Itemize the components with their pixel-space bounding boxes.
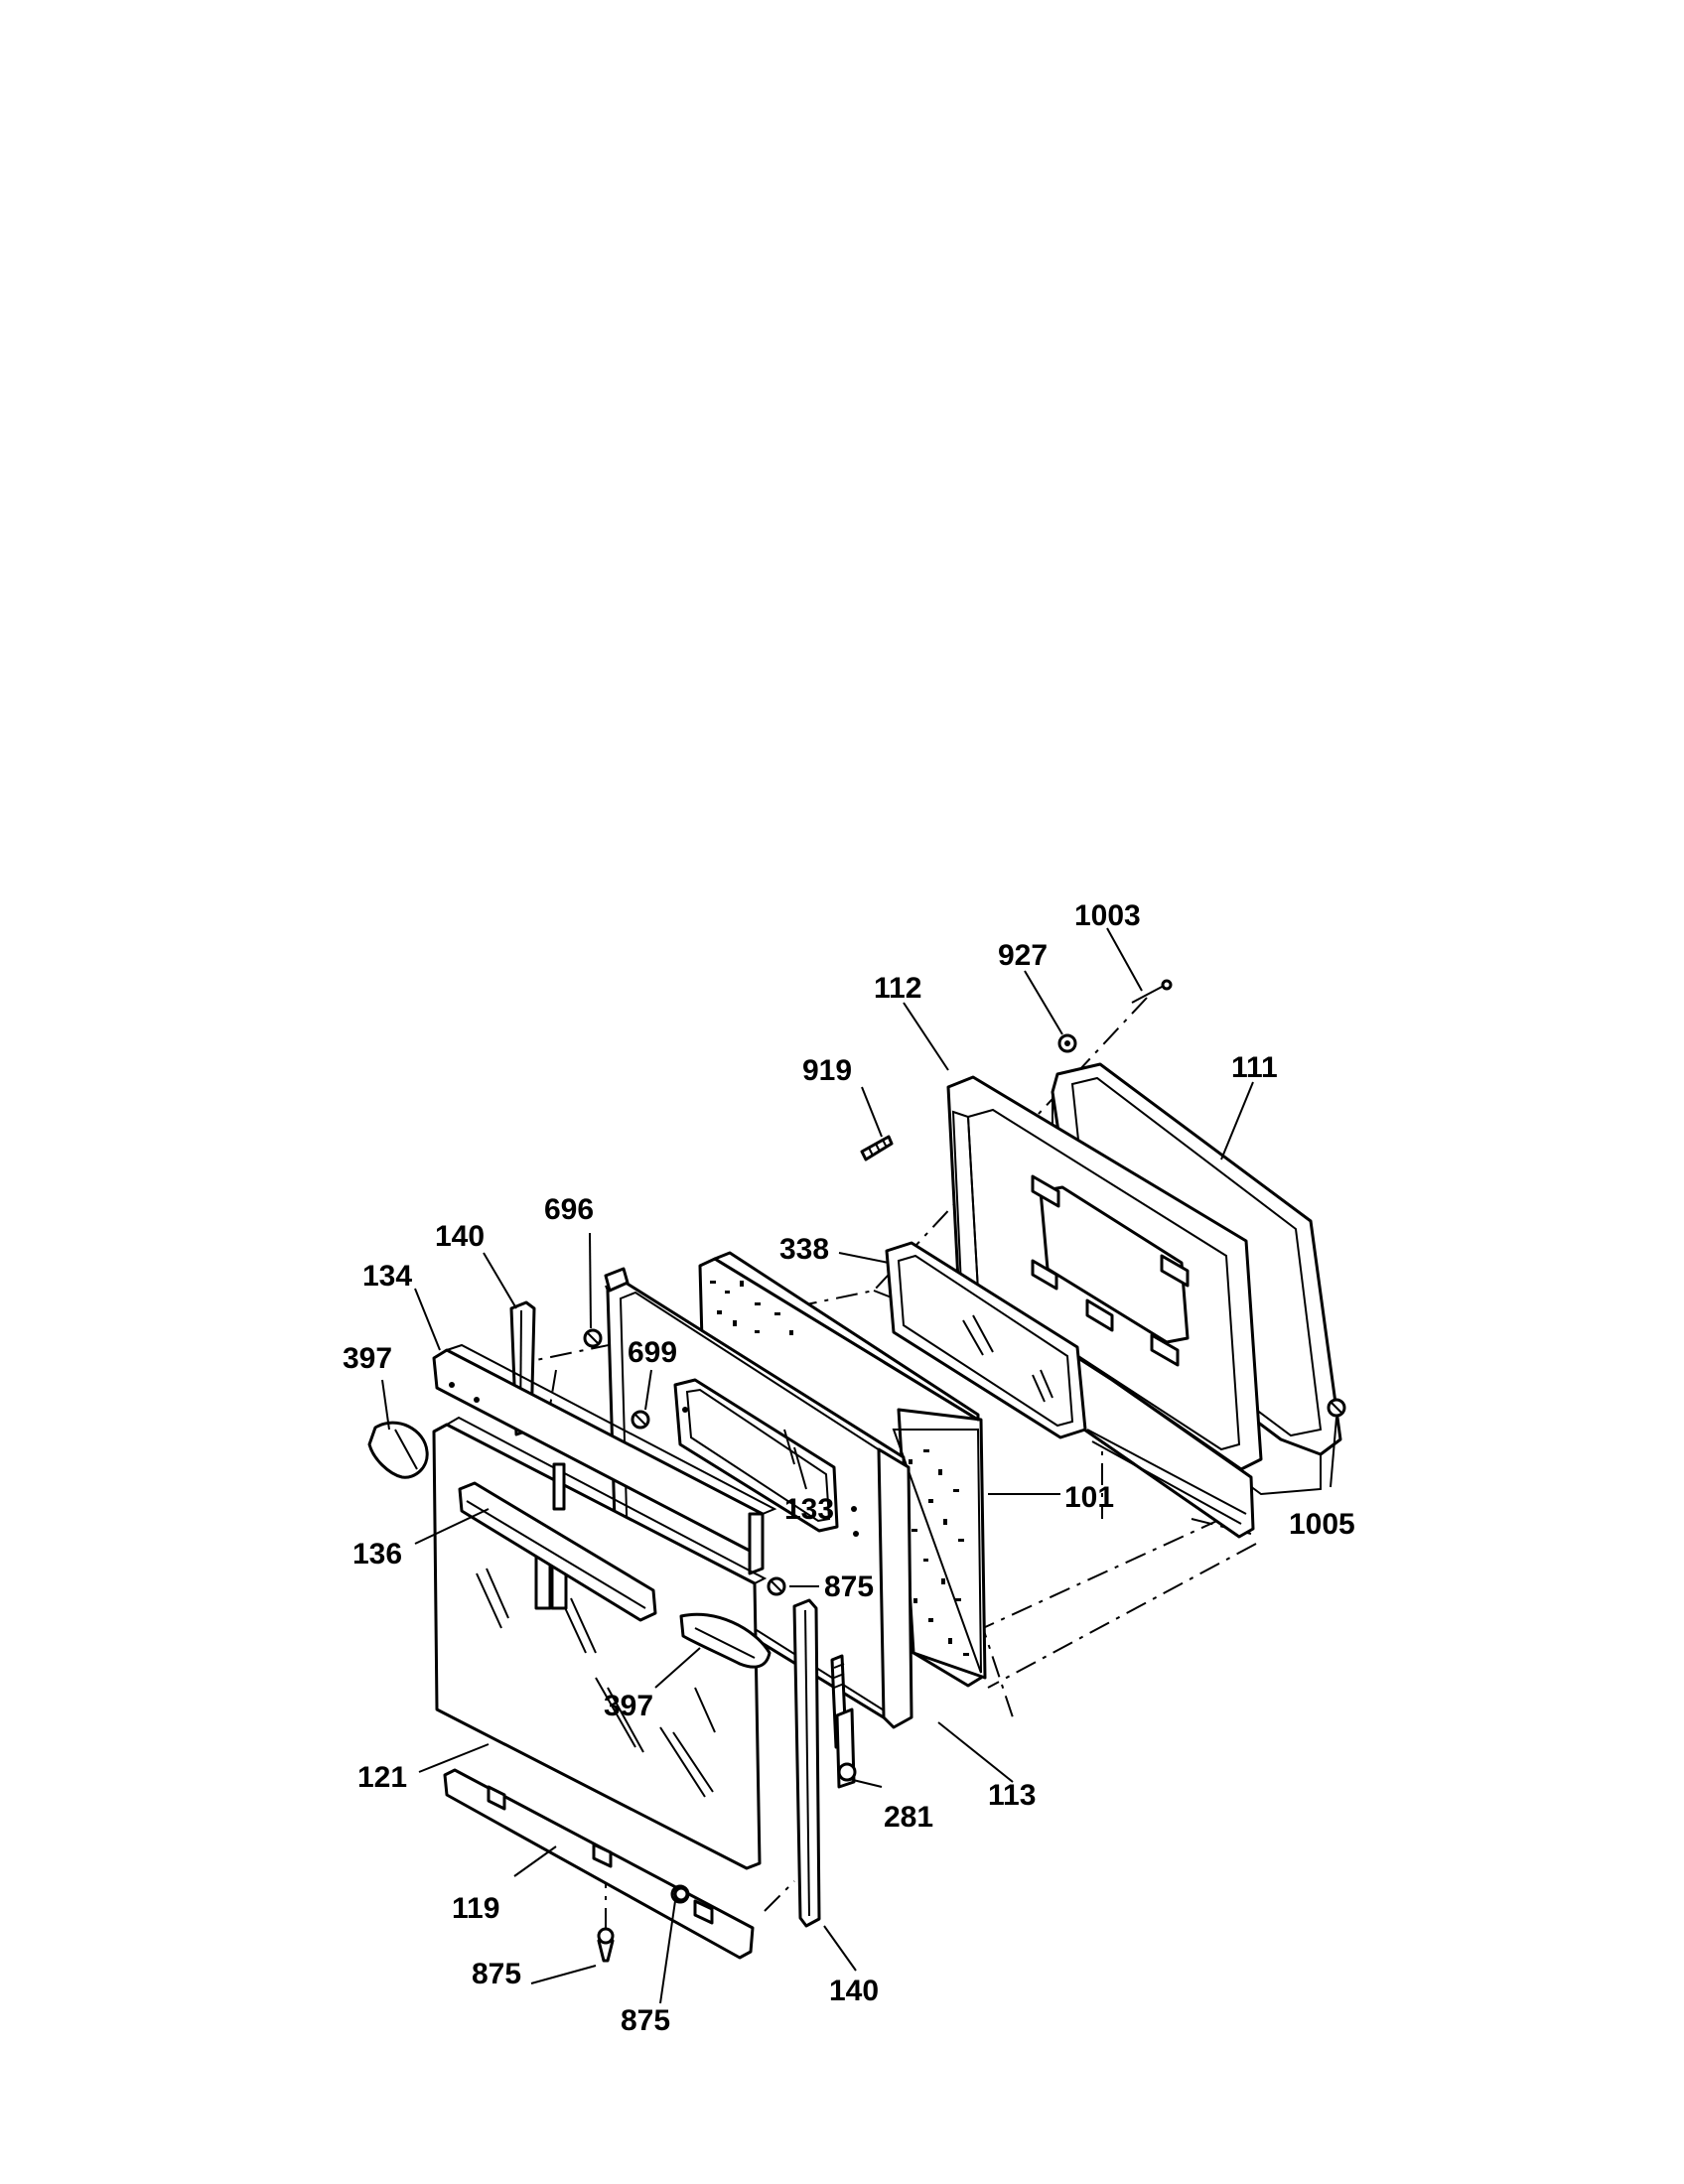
fastener-1003-screw <box>1131 979 1173 1004</box>
fastener-875-screw-upper <box>767 1576 786 1596</box>
label-136: 136 <box>352 1538 402 1570</box>
label-338: 338 <box>779 1233 829 1266</box>
label-111: 111 <box>1231 1051 1278 1084</box>
part-136-door-handle <box>458 1481 657 1622</box>
fastener-1005-screw <box>1327 1398 1346 1418</box>
part-281-door-hinge <box>830 1654 857 1789</box>
part-397-handle-endcap-right <box>679 1612 772 1669</box>
label-875-bottom-left: 875 <box>472 1958 521 1990</box>
label-875-upper: 875 <box>824 1570 874 1603</box>
part-113-inner-door-panel <box>604 1267 913 1729</box>
part-number-labels: 1003 927 112 111 919 696 140 134 338 699… <box>343 899 1355 2037</box>
fastener-875-screw-bottom <box>597 1927 615 1963</box>
label-397-right: 397 <box>604 1690 653 1722</box>
fastener-875-screw-trim <box>673 1886 689 1902</box>
label-113: 113 <box>988 1779 1036 1812</box>
label-919: 919 <box>802 1054 852 1087</box>
label-927: 927 <box>998 939 1048 972</box>
fastener-696-screw <box>583 1328 603 1348</box>
fastener-699-screw <box>631 1410 650 1430</box>
label-101: 101 <box>1064 1481 1114 1514</box>
label-696: 696 <box>544 1193 594 1226</box>
part-140-side-trim-lower <box>792 1598 821 1928</box>
label-119: 119 <box>452 1892 499 1925</box>
label-875-bottom-center: 875 <box>621 2004 670 2037</box>
fastener-919-spring <box>860 1135 894 1161</box>
label-112: 112 <box>874 972 921 1005</box>
label-397-left: 397 <box>343 1342 392 1375</box>
part-134-top-vent-trim <box>432 1343 777 1575</box>
label-699: 699 <box>628 1336 677 1369</box>
label-281: 281 <box>884 1801 933 1834</box>
insulation-speckle <box>710 1281 969 1656</box>
label-140-lower: 140 <box>829 1975 879 2007</box>
part-397-handle-endcap-left <box>367 1421 429 1479</box>
label-121: 121 <box>357 1761 407 1794</box>
label-1003: 1003 <box>1074 899 1141 932</box>
label-140-upper: 140 <box>435 1220 485 1253</box>
label-1005: 1005 <box>1289 1508 1355 1541</box>
label-134: 134 <box>362 1260 412 1293</box>
label-133: 133 <box>784 1493 834 1526</box>
fastener-927-washer <box>1057 1033 1077 1053</box>
part-338-window-glass <box>885 1241 1087 1439</box>
leader-lines <box>381 927 1337 2004</box>
